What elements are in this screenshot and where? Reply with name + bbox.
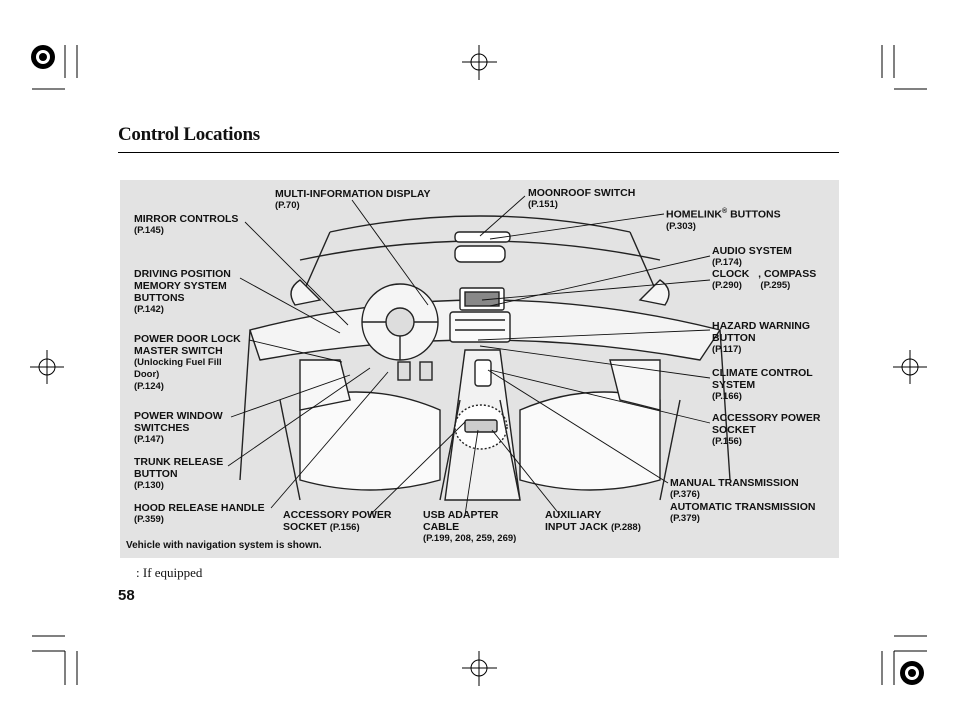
label-mirror-controls: MIRROR CONTROLS (P.145) [134, 213, 239, 236]
label-multi-information-display: MULTI-INFORMATION DISPLAY (P.70) [275, 188, 431, 211]
label-usb-adapter: USB ADAPTER CABLE (P.199, 208, 259, 269) [423, 509, 517, 544]
label-accessory-power-front: ACCESSORY POWER SOCKET (P.156) [283, 509, 392, 533]
image-note: Vehicle with navigation system is shown. [126, 540, 322, 551]
label-trunk-release: TRUNK RELEASE BUTTON (P.130) [134, 456, 224, 491]
label-homelink: HOMELINK® BUTTONS (P.303) [666, 208, 781, 232]
label-automatic-transmission: AUTOMATIC TRANSMISSION (P.379) [670, 501, 816, 524]
label-power-door-lock: POWER DOOR LOCK MASTER SWITCH (Unlocking… [134, 333, 241, 392]
page-number: 58 [118, 587, 135, 604]
label-driving-position: DRIVING POSITION MEMORY SYSTEM BUTTONS (… [134, 268, 231, 315]
label-auxiliary: AUXILIARY INPUT JACK (P.288) [545, 509, 641, 533]
label-audio-system: AUDIO SYSTEM (P.174) [712, 245, 792, 268]
label-manual-transmission: MANUAL TRANSMISSION (P.376) [670, 477, 799, 500]
registration-marks [32, 45, 927, 685]
label-hood-release: HOOD RELEASE HANDLE (P.359) [134, 502, 265, 525]
leader-lines [227, 195, 711, 516]
crosshair-marks [30, 45, 927, 686]
label-accessory-power-center: ACCESSORY POWER SOCKET (P.156) [712, 412, 821, 447]
label-power-window: POWER WINDOW SWITCHES (P.147) [134, 410, 223, 445]
title-rule [118, 152, 839, 153]
starburst-marks [31, 45, 924, 685]
page-title: Control Locations [118, 124, 260, 145]
label-hazard-warning: HAZARD WARNING BUTTON (P.117) [712, 320, 810, 355]
label-clock-compass: CLOCK , COMPASS (P.290) (P.295) [712, 268, 817, 291]
label-climate-control: CLIMATE CONTROL SYSTEM (P.166) [712, 367, 813, 402]
footnote-if-equipped: : If equipped [136, 565, 203, 580]
label-moonroof-switch: MOONROOF SWITCH (P.151) [528, 187, 636, 210]
